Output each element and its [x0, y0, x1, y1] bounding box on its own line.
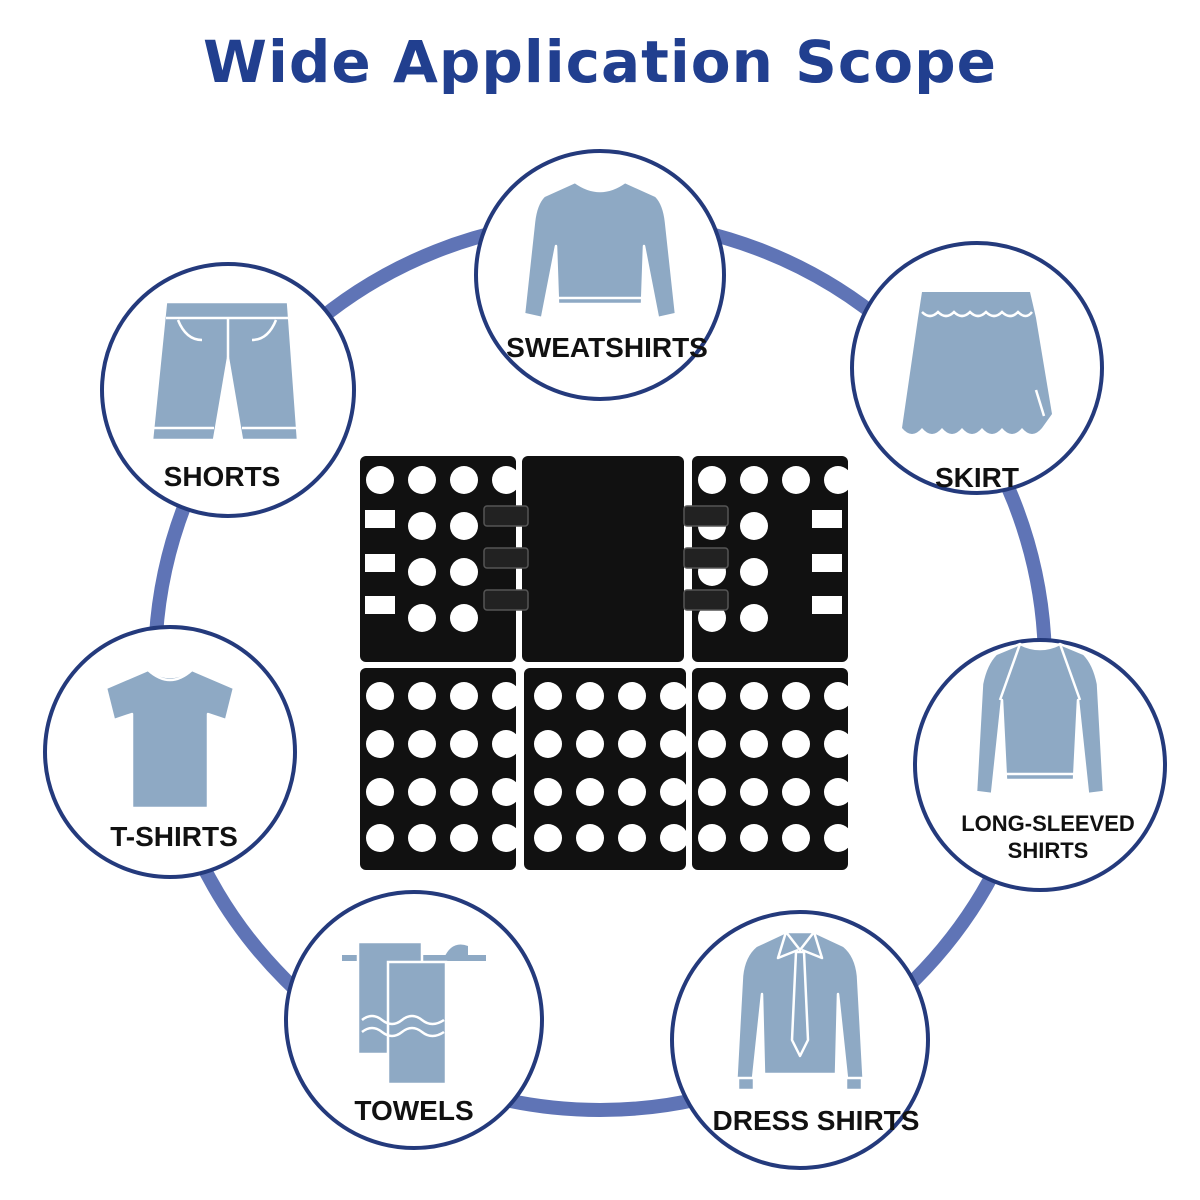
- label-t-shirts: T-SHIRTS: [110, 821, 238, 852]
- dress-shirt-icon: [734, 930, 866, 1092]
- item-towels: TOWELS: [284, 890, 544, 1150]
- item-skirt: SKIRT: [850, 241, 1104, 495]
- folding-board-icon: [360, 456, 848, 870]
- item-long-sleeved-shirts: LONG-SLEEVED SHIRTS: [913, 638, 1167, 892]
- long-sleeve-shirt-icon: [974, 642, 1106, 796]
- board-hinges: [483, 505, 729, 611]
- label-shorts: SHORTS: [164, 461, 281, 492]
- label-towels: TOWELS: [354, 1095, 473, 1126]
- item-sweatshirts: SWEATSHIRTS: [474, 149, 726, 401]
- board-holes: [365, 466, 852, 852]
- shorts-icon: [150, 300, 300, 442]
- item-shorts: SHORTS: [100, 262, 356, 518]
- label-sweatshirts: SWEATSHIRTS: [506, 332, 708, 363]
- towel-icon: [342, 940, 486, 1086]
- label-dress-shirts: DRESS SHIRTS: [713, 1105, 920, 1136]
- t-shirt-icon: [104, 668, 236, 810]
- label-long-sleeved: LONG-SLEEVED: [961, 811, 1135, 836]
- item-t-shirts: T-SHIRTS: [43, 625, 297, 879]
- sweatshirt-icon: [522, 180, 678, 320]
- skirt-icon: [902, 292, 1052, 434]
- label-shirts: SHIRTS: [1008, 838, 1089, 863]
- label-skirt: SKIRT: [935, 462, 1019, 493]
- item-dress-shirts: DRESS SHIRTS: [670, 910, 930, 1170]
- page-title: Wide Application Scope: [203, 28, 997, 96]
